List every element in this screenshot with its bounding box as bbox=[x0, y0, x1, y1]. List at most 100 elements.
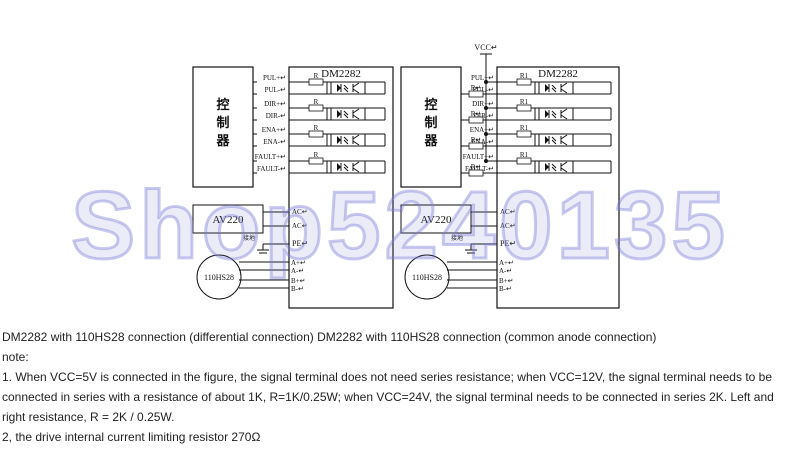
ac-label: AC↵ bbox=[292, 222, 308, 230]
signal-label: FAULT-↵ bbox=[465, 165, 494, 173]
note-line-2: 2, the drive internal current limiting r… bbox=[2, 430, 261, 444]
junction-dot bbox=[484, 106, 488, 110]
motor-pin-label: B-↵ bbox=[291, 285, 304, 293]
optocoupler-led bbox=[545, 163, 549, 171]
driver-box bbox=[496, 66, 620, 309]
internal-resistor bbox=[516, 157, 532, 165]
signal-label: FAULT+↵ bbox=[463, 153, 494, 161]
external-resistor bbox=[468, 90, 484, 98]
note-line-1: 1. When VCC=5V is connected in the figur… bbox=[2, 370, 774, 424]
signal-label: DIR-↵ bbox=[474, 112, 494, 120]
internal-resistor bbox=[516, 130, 532, 138]
driver-title: DM2282 bbox=[321, 68, 361, 80]
external-resistor bbox=[468, 116, 484, 124]
controller-label: 器 bbox=[215, 133, 230, 148]
optocoupler-arrows bbox=[343, 163, 349, 172]
motor-pin-label: B-↵ bbox=[499, 285, 512, 293]
internal-resistor bbox=[516, 78, 532, 86]
optocoupler-led bbox=[337, 163, 341, 171]
optocoupler-arrows bbox=[551, 163, 557, 172]
controller-label: 制 bbox=[424, 115, 437, 130]
motor-pin-label: A+↵ bbox=[291, 259, 306, 267]
external-resistor bbox=[468, 169, 484, 177]
motor-pin-label: B+↵ bbox=[499, 277, 513, 285]
junction-dot bbox=[484, 159, 488, 163]
motor-label: 110HS28 bbox=[412, 273, 442, 282]
optocoupler-transistor bbox=[560, 108, 568, 120]
resistor-label: R↵ bbox=[471, 163, 482, 171]
ac-label: AC↵ bbox=[292, 208, 308, 216]
optocoupler-transistor bbox=[560, 134, 568, 146]
internal-resistor bbox=[308, 104, 324, 112]
signal-label: ENA+↵ bbox=[262, 126, 286, 134]
internal-resistor bbox=[308, 157, 324, 165]
resistor-label: R bbox=[314, 72, 319, 80]
optocoupler-transistor bbox=[352, 161, 360, 173]
optocoupler-transistor bbox=[560, 161, 568, 173]
optocoupler-transistor bbox=[352, 134, 360, 146]
signal-label: ENA-↵ bbox=[263, 138, 286, 146]
optocoupler-arrows bbox=[343, 84, 349, 93]
pe-label: PE↵ bbox=[292, 239, 308, 248]
controller-box bbox=[192, 66, 254, 188]
optocoupler bbox=[538, 133, 574, 147]
motor-pin-label: B+↵ bbox=[291, 277, 305, 285]
internal-resistor bbox=[308, 130, 324, 138]
signal-label: FAULT+↵ bbox=[255, 153, 286, 161]
signal-label: DIR+↵ bbox=[264, 100, 286, 108]
optocoupler-led bbox=[545, 84, 549, 92]
optocoupler-arrows bbox=[551, 136, 557, 145]
signal-label: PUL+↵ bbox=[471, 74, 494, 82]
optocoupler-transistor bbox=[352, 82, 360, 94]
ac-label: AC↵ bbox=[500, 222, 516, 230]
signal-label: FAULT-↵ bbox=[257, 165, 286, 173]
optocoupler-transistor bbox=[352, 108, 360, 120]
power-label: AV220 bbox=[421, 214, 452, 226]
optocoupler-led bbox=[337, 110, 341, 118]
motor-pin-label: A-↵ bbox=[499, 267, 512, 275]
motor-icon bbox=[404, 254, 450, 300]
optocoupler-led bbox=[545, 136, 549, 144]
signal-label: DIR+↵ bbox=[472, 100, 494, 108]
signal-label: PUL-↵ bbox=[265, 86, 286, 94]
signal-label: ENA+↵ bbox=[470, 126, 494, 134]
power-label: AV220 bbox=[213, 214, 244, 226]
resistor-label: R1 bbox=[520, 98, 529, 106]
optocoupler-led bbox=[337, 136, 341, 144]
resistor-label: R↵ bbox=[471, 136, 482, 144]
signal-label: DIR-↵ bbox=[266, 112, 286, 120]
ground-label: 接地 bbox=[451, 234, 463, 242]
signal-label: PUL-↵ bbox=[473, 86, 494, 94]
driver-box bbox=[288, 66, 394, 309]
optocoupler bbox=[330, 107, 366, 121]
internal-resistor bbox=[516, 104, 532, 112]
optocoupler bbox=[330, 133, 366, 147]
motor-pin-label: A+↵ bbox=[499, 259, 514, 267]
controller-label: 制 bbox=[216, 115, 229, 130]
optocoupler-arrows bbox=[551, 84, 557, 93]
pe-label: PE↵ bbox=[500, 239, 516, 248]
resistor-label: R bbox=[314, 98, 319, 106]
controller-label: 控 bbox=[424, 97, 437, 112]
optocoupler bbox=[330, 81, 366, 95]
motor-icon bbox=[196, 254, 242, 300]
optocoupler-arrows bbox=[551, 110, 557, 119]
optocoupler-transistor bbox=[560, 82, 568, 94]
junction-dot bbox=[484, 132, 488, 136]
resistor-label: R↵ bbox=[471, 84, 482, 92]
resistor-label: R1 bbox=[520, 151, 529, 159]
optocoupler-arrows bbox=[343, 110, 349, 119]
note-label: note: bbox=[2, 350, 29, 364]
right-diagram: 控制器DM2282PUL+↵PUL-↵DIR+↵DIR-↵ENA+↵ENA-↵F… bbox=[400, 43, 620, 309]
signal-label: ENA-↵ bbox=[471, 138, 494, 146]
ground-label: 接地 bbox=[243, 234, 255, 242]
controller-box bbox=[400, 66, 462, 188]
signal-label: PUL+↵ bbox=[263, 74, 286, 82]
motor-label: 110HS28 bbox=[204, 273, 234, 282]
controller-label: 控 bbox=[216, 97, 229, 112]
driver-title: DM2282 bbox=[538, 68, 578, 80]
resistor-label: R↵ bbox=[471, 110, 482, 118]
notes-section: DM2282 with 110HS28 connection (differen… bbox=[0, 327, 790, 447]
diagram-caption: DM2282 with 110HS28 connection (differen… bbox=[2, 330, 657, 344]
